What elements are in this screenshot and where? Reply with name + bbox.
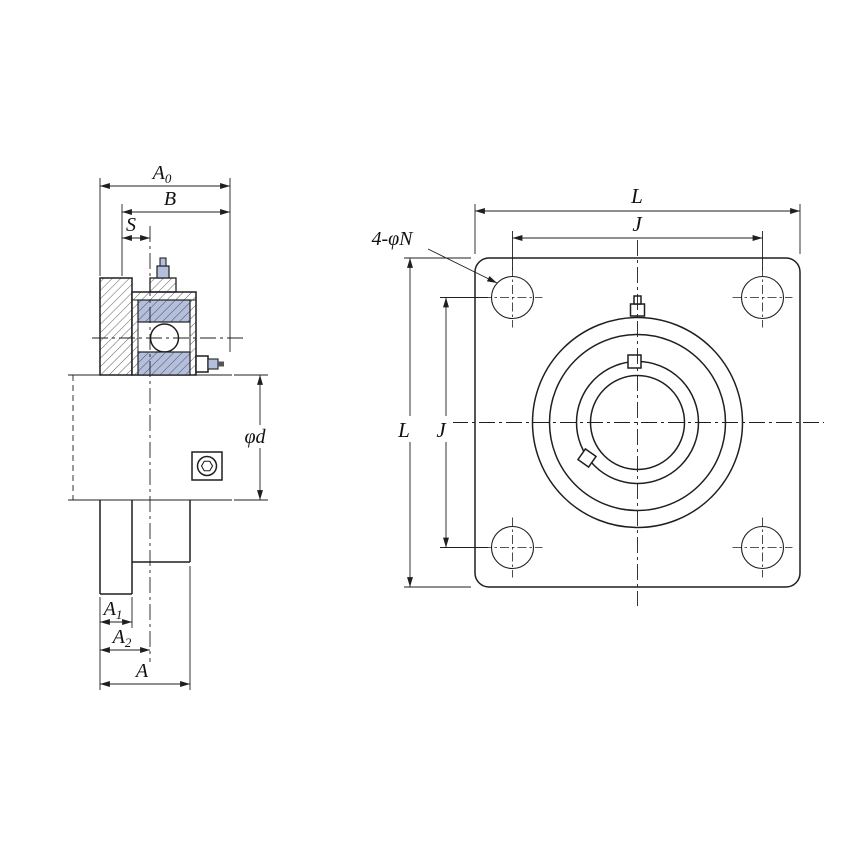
dim-l-left: L bbox=[393, 257, 471, 588]
set-screws-front bbox=[576, 354, 642, 469]
side-view-section: A0 B S bbox=[68, 162, 274, 690]
dim-label-a0: A0 bbox=[151, 162, 172, 186]
set-screw-side bbox=[191, 451, 223, 481]
grease-fitting-side bbox=[195, 355, 224, 373]
side-bottom-extension-lines bbox=[99, 566, 191, 690]
grease-nipple-top bbox=[156, 265, 170, 279]
dim-label-b: B bbox=[164, 188, 176, 210]
bolt-note-label: 4-φN bbox=[371, 228, 414, 250]
dim-label-s: S bbox=[126, 214, 136, 236]
dim-l-top: L bbox=[474, 184, 801, 254]
dim-label-a1: A1 bbox=[102, 598, 123, 622]
bolt-note-leader bbox=[427, 248, 498, 284]
housing-lower-exterior bbox=[99, 500, 191, 595]
dim-phi-d: φd bbox=[234, 374, 274, 501]
dim-label-l-left: L bbox=[397, 418, 410, 442]
grease-nipple-top-tip bbox=[159, 257, 167, 267]
dim-label-j-top: J bbox=[632, 212, 643, 236]
dim-label-a2: A2 bbox=[111, 626, 132, 650]
dim-label-a: A bbox=[134, 660, 149, 682]
hex-socket bbox=[200, 460, 214, 472]
dim-j-left: J bbox=[430, 297, 488, 548]
bolt-note: 4-φN bbox=[371, 228, 498, 284]
top-boss bbox=[149, 277, 177, 293]
dim-label-phi-d: φd bbox=[244, 426, 266, 448]
flange-plate-section bbox=[99, 277, 133, 376]
bolt-hole-crosshairs bbox=[482, 267, 793, 578]
set-screw-lower-left bbox=[576, 447, 598, 469]
front-view: L J L J 4-φN bbox=[371, 184, 824, 606]
set-screw-top bbox=[627, 354, 642, 369]
dim-j-top: J bbox=[512, 212, 763, 270]
dim-label-j-left: J bbox=[436, 418, 447, 442]
dim-label-l-top: L bbox=[630, 184, 643, 208]
